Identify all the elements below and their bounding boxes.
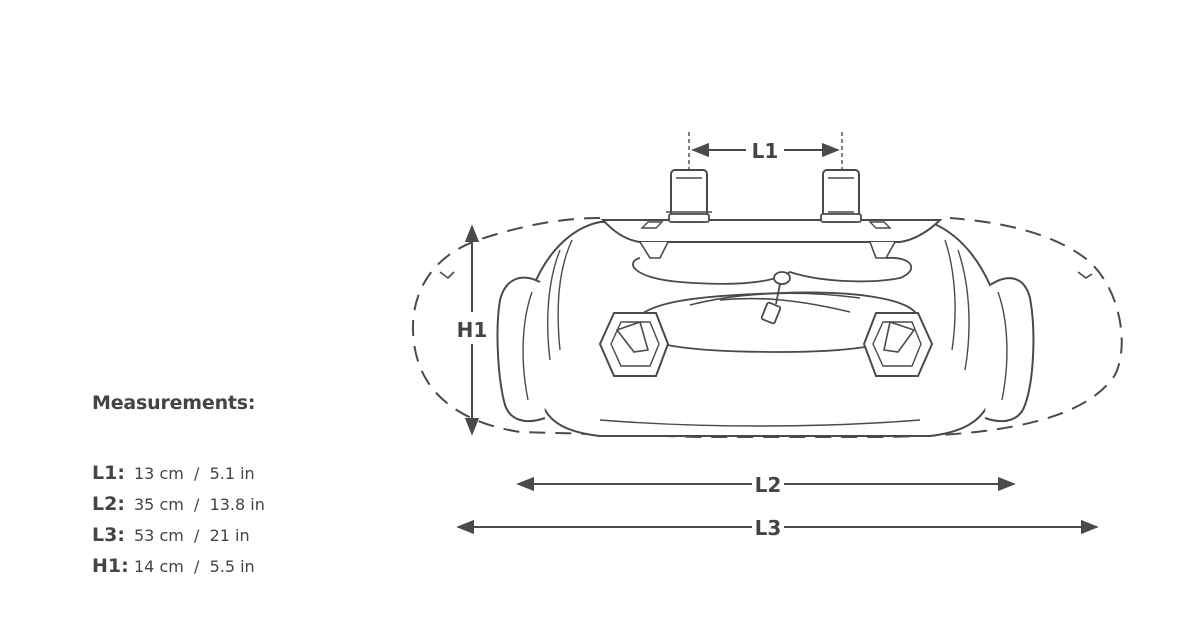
bag-fold-lines	[547, 239, 970, 427]
measurement-row-l1: L1: 13 cm / 5.1 in	[92, 462, 412, 493]
bungee-cord-upper	[632, 257, 913, 285]
measurement-key: L1:	[92, 462, 125, 484]
h1-label: H1	[457, 318, 488, 342]
measurement-key: L3:	[92, 524, 125, 546]
cord-lock	[760, 271, 791, 325]
hex-hook-left	[598, 312, 670, 377]
bungee-cross	[689, 292, 861, 313]
measurement-key: L2:	[92, 493, 125, 515]
measurement-value: 35 cm / 13.8 in	[134, 495, 265, 514]
clamp-right	[820, 169, 862, 223]
dashed-tick-left	[439, 271, 455, 280]
harness-plate	[600, 219, 943, 243]
measurement-row-h1: H1: 14 cm / 5.5 in	[92, 555, 412, 586]
l2-label: L2	[755, 473, 782, 497]
measurement-key: H1:	[92, 555, 129, 577]
measurement-value: 53 cm / 21 in	[134, 526, 250, 545]
hex-hook-right	[862, 312, 934, 377]
measurement-value: 14 cm / 5.5 in	[134, 557, 255, 576]
measurement-value: 13 cm / 5.1 in	[134, 464, 255, 483]
left-roll-end-inner	[522, 291, 533, 401]
l1-label: L1	[752, 139, 779, 163]
harness-slots	[640, 221, 892, 229]
bag-body	[524, 221, 1002, 437]
l3-label: L3	[755, 516, 782, 540]
measurement-row-l2: L2: 35 cm / 13.8 in	[92, 493, 412, 524]
right-roll-end	[984, 277, 1035, 423]
clamp-left	[666, 169, 712, 223]
dashed-tick-right	[1077, 271, 1093, 279]
harness-tabs	[639, 241, 896, 259]
measurements-legend: Measurements: L1: 13 cm / 5.1 in L2: 35 …	[92, 392, 412, 586]
right-roll-end-inner	[997, 291, 1008, 401]
measurements-title: Measurements:	[92, 392, 256, 414]
left-roll-end	[496, 276, 546, 423]
measurement-row-l3: L3: 53 cm / 21 in	[92, 524, 412, 555]
